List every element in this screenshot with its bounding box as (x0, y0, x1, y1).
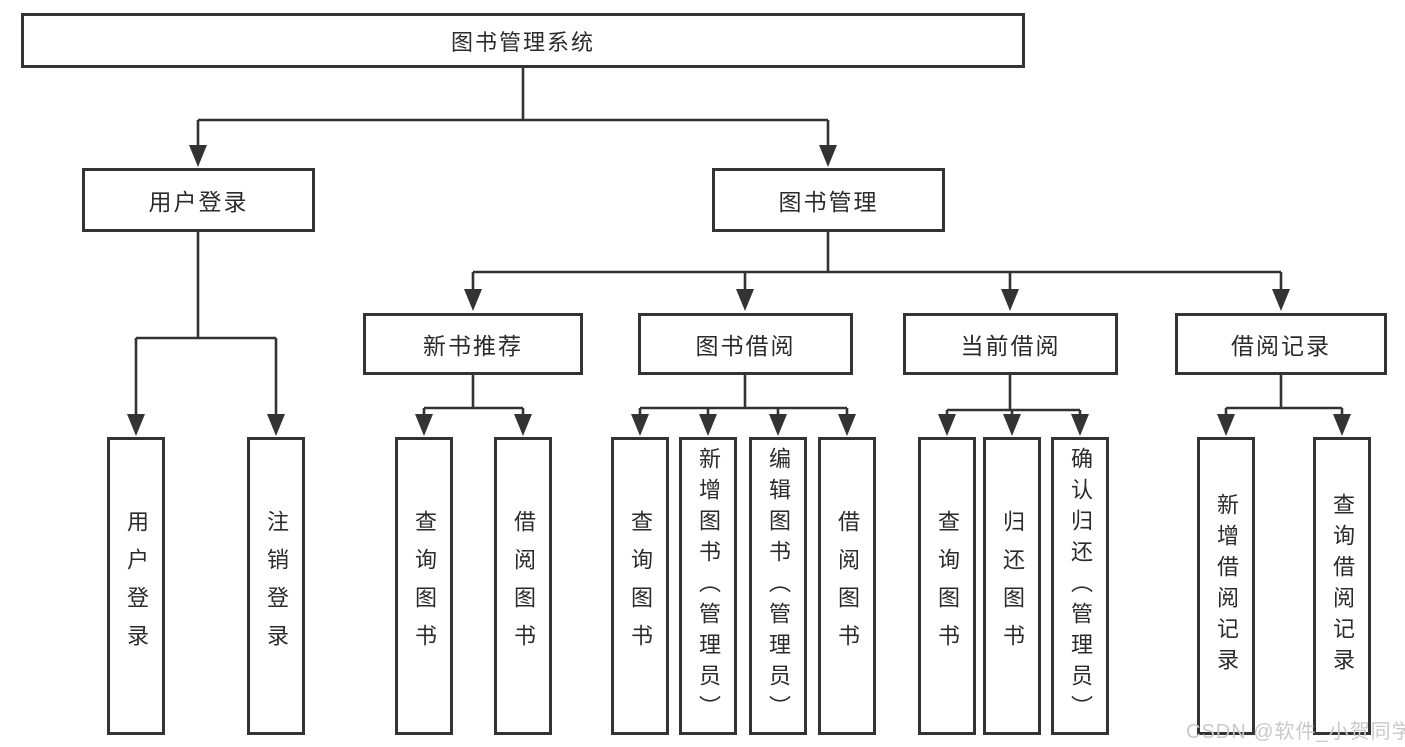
arrow-down-icon (127, 414, 145, 436)
leaf-query-borrow-record: 查询借阅记录 (1313, 437, 1371, 735)
node-label: 借阅图书 (511, 510, 536, 662)
leaf-user-login: 用户登录 (107, 437, 165, 735)
connector-root (189, 68, 837, 167)
node-label: 图书管理系统 (450, 29, 595, 55)
node-label: 查询借阅记录 (1330, 493, 1355, 679)
node-label: 新书推荐 (423, 333, 523, 359)
node-label: 用户登录 (148, 189, 249, 215)
node-label: 归还图书 (1000, 510, 1025, 662)
csdn-watermark: CSDN @软件_小贺同学 (1186, 721, 1405, 743)
connector-current-borrow (938, 375, 1089, 436)
node-label: 借阅图书 (835, 510, 860, 662)
node-label: 当前借阅 (960, 333, 1061, 359)
arrow-down-icon (769, 414, 787, 436)
node-user-login: 用户登录 (82, 168, 315, 232)
leaf-borrow-books: 借阅图书 (818, 437, 876, 735)
arrow-down-icon (1071, 414, 1089, 436)
arrow-down-icon (1272, 289, 1290, 311)
node-label: 注销登录 (264, 510, 289, 662)
arrow-down-icon (938, 414, 956, 436)
arrow-down-icon (415, 414, 433, 436)
node-label: 用户登录 (124, 510, 149, 662)
leaf-query-books-current: 查询图书 (918, 437, 976, 735)
node-borrow-records: 借阅记录 (1175, 313, 1387, 375)
leaf-query-books-recommend: 查询图书 (395, 437, 453, 735)
node-book-management: 图书管理 (712, 168, 945, 232)
node-label: 查询图书 (412, 510, 437, 662)
node-current-borrow: 当前借阅 (903, 313, 1118, 375)
connector-user-login (127, 232, 285, 436)
node-label: 新增图书（管理员） (696, 446, 721, 726)
leaf-logout: 注销登录 (247, 437, 305, 735)
leaf-add-borrow-record: 新增借阅记录 (1197, 437, 1255, 735)
arrow-down-icon (1217, 414, 1235, 436)
arrow-down-icon (1001, 289, 1019, 311)
node-book-borrow: 图书借阅 (638, 313, 853, 375)
arrow-down-icon (189, 145, 207, 167)
node-label: 查询图书 (628, 510, 653, 662)
node-label: 查询图书 (935, 510, 960, 662)
arrow-down-icon (464, 289, 482, 311)
node-label: 编辑图书（管理员） (766, 446, 791, 726)
arrow-down-icon (736, 289, 754, 311)
leaf-borrow-books-recommend: 借阅图书 (494, 437, 552, 735)
arrow-down-icon (819, 145, 837, 167)
node-library-management-system: 图书管理系统 (21, 13, 1025, 68)
connector-new-book-recommend (415, 375, 532, 436)
node-new-book-recommend: 新书推荐 (363, 313, 583, 375)
arrow-down-icon (514, 414, 532, 436)
node-label: 图书借阅 (695, 333, 796, 359)
arrow-down-icon (267, 414, 285, 436)
arrow-down-icon (631, 414, 649, 436)
leaf-confirm-return-admin: 确认归还（管理员） (1051, 437, 1109, 735)
node-label: 借阅记录 (1231, 333, 1331, 359)
node-label: 确认归还（管理员） (1068, 446, 1093, 726)
leaf-return-book: 归还图书 (983, 437, 1041, 735)
leaf-add-book-admin: 新增图书（管理员） (679, 437, 737, 735)
connector-book-management (464, 232, 1290, 311)
arrow-down-icon (838, 414, 856, 436)
node-label: 新增借阅记录 (1214, 493, 1239, 679)
leaf-query-books-borrow: 查询图书 (611, 437, 669, 735)
node-label: 图书管理 (778, 189, 879, 215)
connector-borrow-records (1217, 375, 1351, 436)
arrow-down-icon (1333, 414, 1351, 436)
arrow-down-icon (699, 414, 717, 436)
connector-book-borrow (631, 375, 856, 436)
arrow-down-icon (1003, 414, 1021, 436)
leaf-edit-book-admin: 编辑图书（管理员） (749, 437, 807, 735)
